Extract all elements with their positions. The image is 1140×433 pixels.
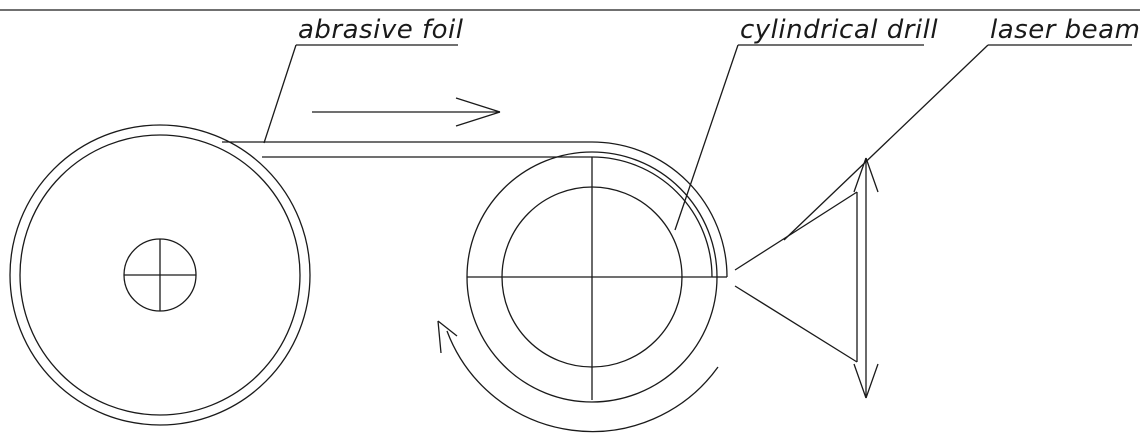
rotation-arrow: [437, 320, 719, 433]
foil-outer-wrap: [591, 141, 728, 278]
cylindrical-drill: [466, 151, 718, 403]
label-cylindrical-drill: cylindrical drill: [740, 15, 938, 45]
arrow-head-bottom: [455, 111, 501, 127]
cylindrical-drill-leader: [674, 44, 739, 231]
leader-lines: [263, 44, 1132, 241]
arrow-head-top: [455, 97, 501, 113]
laser-beam: [734, 191, 858, 363]
rotation-head-2: [437, 320, 442, 354]
lens-bottom-head-left: [853, 363, 867, 399]
foil-inner-wrap: [591, 156, 713, 278]
label-laser-beam: laser beam: [990, 15, 1140, 45]
rotation-head-1: [437, 320, 458, 337]
laser-beam-lower: [734, 285, 858, 363]
feed-roll-outer: [9, 124, 311, 426]
foil-direction-arrow: [312, 97, 501, 127]
abrasive-foil-leader: [263, 44, 297, 144]
feed-roll-inner: [19, 134, 301, 416]
label-abrasive-foil: abrasive foil: [298, 15, 464, 45]
rotation-arc: [446, 330, 719, 433]
feed-roll: [9, 124, 311, 426]
laser-beam-upper: [734, 191, 858, 271]
lens-bottom-head-right: [865, 363, 879, 399]
abrasive-foil-band: [222, 141, 728, 278]
laser-beam-leader: [783, 44, 989, 241]
lens-top-head-right: [865, 157, 879, 193]
